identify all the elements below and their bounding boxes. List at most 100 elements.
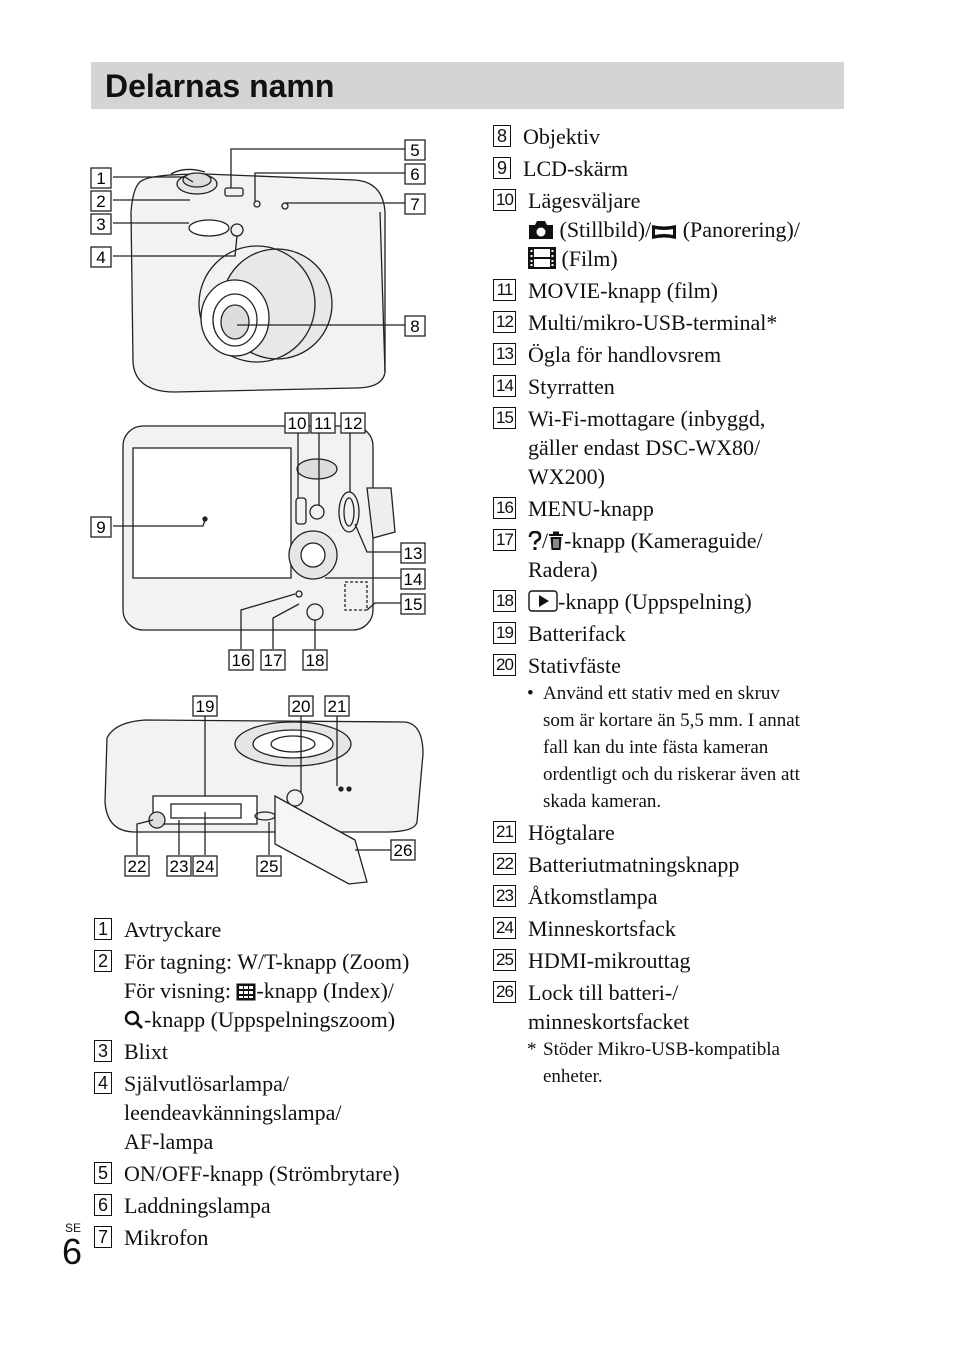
item-number: 6 [94,1194,112,1216]
callout-13: 13 [400,542,426,564]
callout-5: 5 [404,139,426,161]
item-text: -knapp (Uppspelning) [528,587,853,616]
list-item: 2 För tagning: W/T-knapp (Zoom) För visn… [94,947,454,1034]
panorama-icon [652,225,677,239]
parts-list-left: 1 Avtryckare 2 För tagning: W/T-knapp (Z… [94,915,454,1255]
item-number: 23 [493,885,516,907]
camera-bottom-view [104,719,424,885]
list-item: 22 Batteriutmatningsknapp [493,850,853,879]
callout-15: 15 [400,593,426,615]
callout-25: 25 [256,855,282,877]
item-number: 10 [493,189,516,211]
item-number: 2 [94,950,112,972]
page-number: 6 [62,1231,83,1272]
list-item: 6 Laddningslampa [94,1191,454,1220]
list-item: 1 Avtryckare [94,915,454,944]
svg-text:4: 4 [96,248,105,267]
item-text: Objektiv [523,124,600,149]
list-item: 4 Självutlösarlampa/ leendeavkänningslam… [94,1069,454,1156]
svg-text:1: 1 [96,169,105,188]
item-text: MOVIE-knapp (film) [528,278,719,303]
list-item: 14 Styrratten [493,372,853,401]
item-number: 11 [493,279,516,301]
film-icon [528,247,556,269]
svg-text:7: 7 [410,195,419,214]
item-text: /-knapp (Kameraguide/ Radera) [528,528,763,582]
list-item: 9 LCD-skärm [493,154,853,183]
footnote-mark: * [527,1039,537,1060]
item-number: 1 [94,918,112,940]
list-item: 25 HDMI-mikrouttag [493,946,853,975]
svg-text:2: 2 [96,192,105,211]
callout-24: 24 [192,855,218,877]
list-item: 24 Minneskortsfack [493,914,853,943]
svg-text:25: 25 [260,857,279,876]
note-text: Använd ett stativ med en skruv som är ko… [543,683,800,812]
callout-20: 20 [288,695,314,717]
list-item: 7 Mikrofon [94,1223,454,1252]
callout-17: 17 [260,649,286,671]
item-text: För tagning: W/T-knapp (Zoom) För visnin… [124,949,410,1032]
svg-text:24: 24 [196,857,215,876]
callout-6: 6 [404,163,426,185]
list-item: 5 ON/OFF-knapp (Strömbrytare) [94,1159,454,1188]
footnote: * Stöder Mikro-USB-kompatibla enheter. [527,1036,853,1090]
section-header: Delarnas namn [91,62,844,109]
item-number: 9 [493,157,511,179]
index-icon [236,983,256,1001]
svg-text:5: 5 [410,141,419,160]
list-item: 20 Stativfäste [493,651,853,680]
item-text: Mikrofon [124,1225,209,1250]
item-text: HDMI-mikrouttag [528,948,691,973]
svg-text:13: 13 [404,544,423,563]
item-number: 3 [94,1040,112,1062]
svg-text:15: 15 [404,595,423,614]
item-text: Självutlösarlampa/ leendeavkänningslampa… [124,1071,342,1154]
item-number: 15 [493,407,516,429]
magnifier-icon [124,1010,144,1030]
svg-text:26: 26 [394,841,413,860]
svg-text:18: 18 [306,651,325,670]
svg-text:6: 6 [410,165,419,184]
svg-text:10: 10 [288,414,307,433]
list-item: 3 Blixt [94,1037,454,1066]
callout-10: 10 [284,412,310,434]
callout-4: 4 [90,246,112,268]
item-number: 5 [94,1162,112,1184]
item-text: Batterifack [528,621,626,646]
svg-text:22: 22 [128,857,147,876]
callout-21: 21 [324,695,350,717]
item-number: 16 [493,497,516,519]
camera-front-view [130,168,386,393]
callout-19: 19 [192,695,218,717]
list-item: 11 MOVIE-knapp (film) [493,276,853,305]
list-item: 23 Åtkomstlampa [493,882,853,911]
item-text: Högtalare [528,820,615,845]
list-item: 10 Lägesväljare (Stillbild)/ (Panorering… [493,186,853,273]
item-text: Lägesväljare (Stillbild)/ (Panorering)/ … [528,188,800,271]
camera-back-view [122,425,396,631]
svg-text:14: 14 [404,570,423,589]
svg-text:20: 20 [292,697,311,716]
svg-text:11: 11 [314,414,332,433]
item-text: ON/OFF-knapp (Strömbrytare) [124,1161,400,1186]
page-title: Delarnas namn [105,68,335,104]
callout-3: 3 [90,213,112,235]
item-number: 19 [493,622,516,644]
list-item: 17 /-knapp (Kameraguide/ Radera) [493,526,853,584]
item-number: 17 [493,529,516,551]
item-text: Wi-Fi-mottagare (inbyggd, gäller endast … [528,406,766,489]
callout-2: 2 [90,190,112,212]
question-icon [528,531,542,550]
svg-text:16: 16 [232,651,251,670]
callout-14: 14 [400,568,426,590]
svg-text:19: 19 [196,697,215,716]
item-text: Batteriutmatningsknapp [528,852,740,877]
item-number: 25 [493,949,516,971]
callout-1: 1 [90,167,112,189]
item-text: Minneskortsfack [528,916,676,941]
camera-icon [529,221,553,239]
svg-text:17: 17 [264,651,283,670]
callout-7: 7 [404,193,426,215]
svg-text:23: 23 [170,857,189,876]
